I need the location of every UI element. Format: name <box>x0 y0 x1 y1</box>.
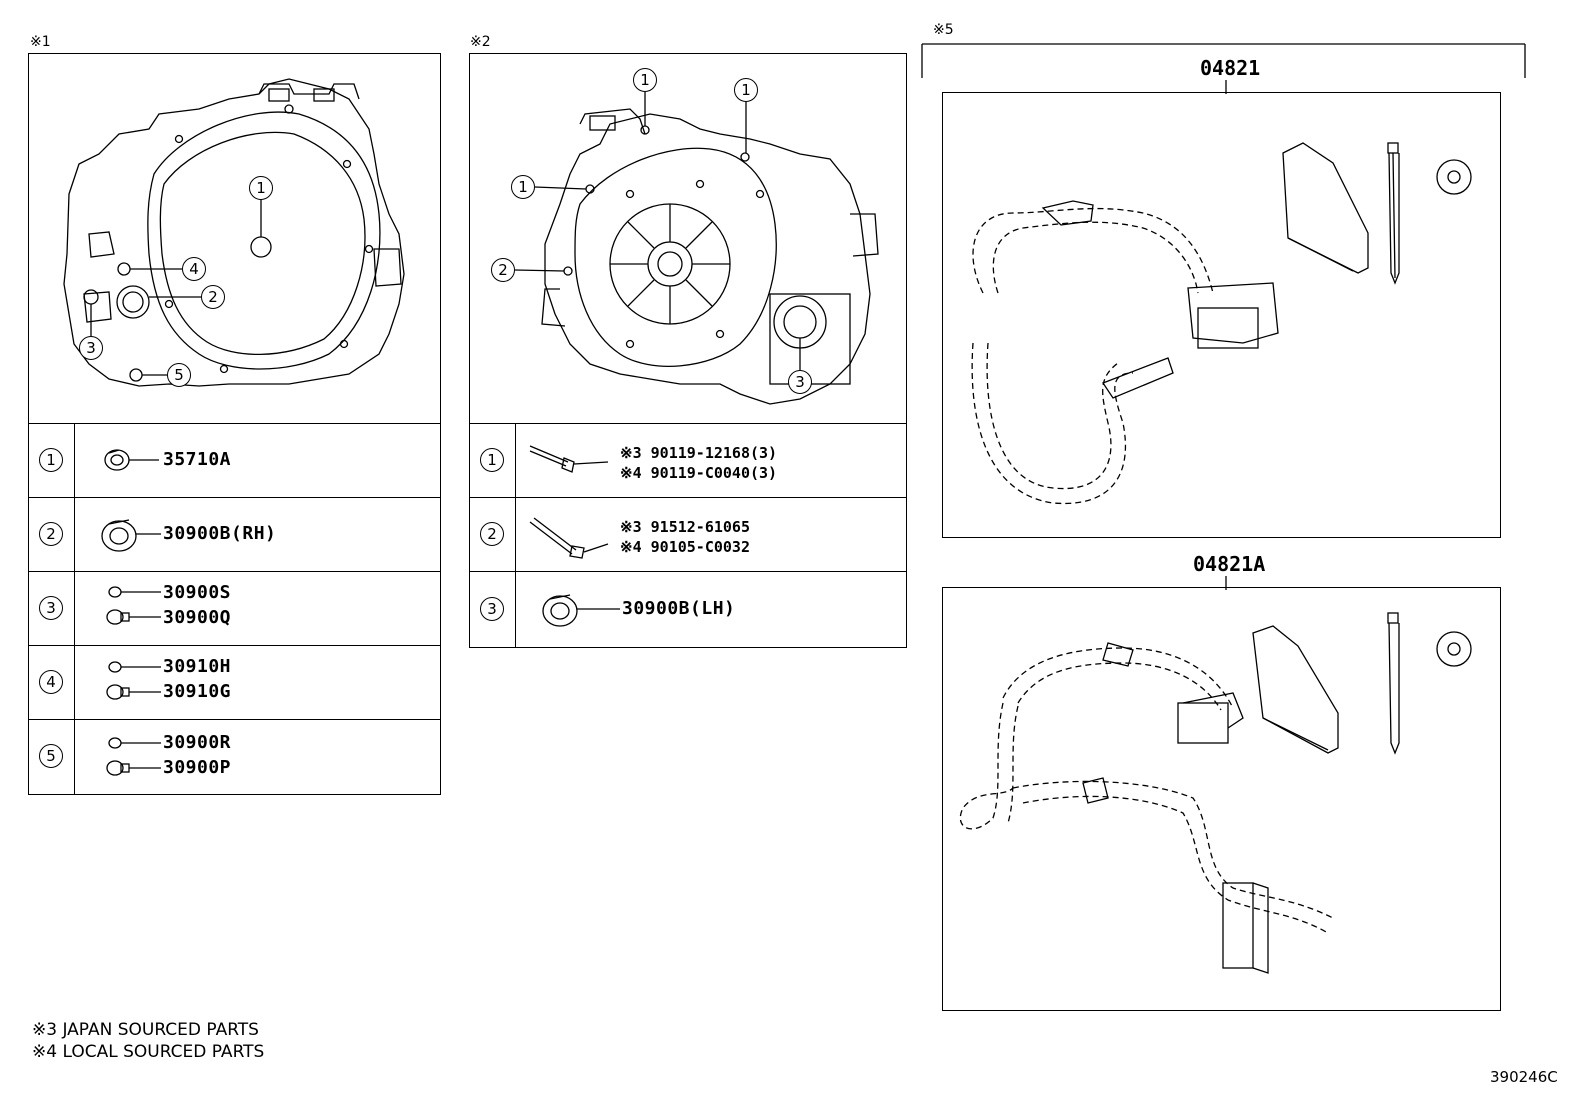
part-row-4: 4 30910H 30910G <box>29 645 440 719</box>
oil-seal-icon <box>101 519 161 552</box>
diagram-code: 390246C <box>1490 1068 1558 1086</box>
callout-1: 1 <box>633 68 657 92</box>
part-number: 30900Q <box>163 607 232 628</box>
callout-2: 2 <box>491 258 515 282</box>
kit-label-upper: 04821 <box>1200 56 1261 80</box>
part-number: ※3 91512-61065 <box>620 518 750 536</box>
callout-1: 1 <box>249 176 273 200</box>
section-mark-5: ※5 <box>933 22 954 38</box>
callout-2: 2 <box>201 285 225 309</box>
part-row-2: 2 30900B(RH) <box>29 497 440 571</box>
transaxle-case-illustration <box>514 92 879 405</box>
part-number: 30910G <box>163 681 232 702</box>
transaxle-housing-illustration <box>63 78 405 387</box>
panel-2: 1 1 1 2 3 1 ※3 90119-12168(3) ※4 90119-C… <box>469 53 907 648</box>
wire-harness-illustration <box>959 612 1472 974</box>
row-number: 3 <box>480 597 504 621</box>
part-number: 30900B(RH) <box>163 523 277 544</box>
part-number: 35710A <box>163 449 232 470</box>
oil-seal-icon <box>542 594 620 627</box>
part-number: 30910H <box>163 656 232 677</box>
part-number: ※4 90105-C0032 <box>620 538 750 556</box>
plug-and-gasket-icon <box>106 737 161 776</box>
part-number: ※3 90119-12168(3) <box>620 444 778 462</box>
callout-1: 1 <box>511 175 535 199</box>
part-row-5: 5 30900R 30900P <box>29 719 440 794</box>
plug-and-gasket-icon <box>106 586 161 625</box>
callout-3: 3 <box>79 336 103 360</box>
callout-5: 5 <box>167 363 191 387</box>
wire-harness-illustration <box>971 142 1472 505</box>
callout-1: 1 <box>734 78 758 102</box>
part-number: ※4 90119-C0040(3) <box>620 464 778 482</box>
part-number: 30900R <box>163 732 232 753</box>
kit-group-bracket <box>921 43 1526 78</box>
kit-leader <box>1225 80 1227 94</box>
row-number: 1 <box>39 448 63 472</box>
part-row-2: 2 ※3 91512-61065 ※4 90105-C0032 <box>470 497 906 571</box>
kit-panel-04821a <box>942 587 1501 1011</box>
row-number: 1 <box>480 448 504 472</box>
panel-1: 1 4 2 3 5 1 35710A 2 30900B(RH) 3 30900S… <box>28 53 441 795</box>
callout-3: 3 <box>788 370 812 394</box>
part-row-3: 3 30900B(LH) <box>470 571 906 647</box>
part-row-1: 1 35710A <box>29 423 440 497</box>
section-mark-2: ※2 <box>470 34 491 50</box>
part-number: 30900P <box>163 757 232 778</box>
footnote-local-sourced: ※4 LOCAL SOURCED PARTS <box>32 1042 265 1062</box>
row-number: 4 <box>39 670 63 694</box>
part-row-3: 3 30900S 30900Q <box>29 571 440 645</box>
footnote-japan-sourced: ※3 JAPAN SOURCED PARTS <box>32 1020 259 1040</box>
row-number: 3 <box>39 596 63 620</box>
bolt-icon <box>529 445 609 473</box>
bolt-icon <box>529 517 609 559</box>
section-mark-1: ※1 <box>30 34 51 50</box>
part-number: 30900B(LH) <box>622 598 736 619</box>
row-number: 2 <box>39 522 63 546</box>
kit-panel-04821 <box>942 92 1501 538</box>
row-number: 5 <box>39 744 63 768</box>
oil-seal-icon <box>104 449 159 471</box>
plug-and-gasket-icon <box>106 661 161 700</box>
kit-label-lower: 04821A <box>1193 552 1266 576</box>
callout-4: 4 <box>182 257 206 281</box>
row-number: 2 <box>480 522 504 546</box>
part-number: 30900S <box>163 582 232 603</box>
part-row-1: 1 ※3 90119-12168(3) ※4 90119-C0040(3) <box>470 423 906 497</box>
